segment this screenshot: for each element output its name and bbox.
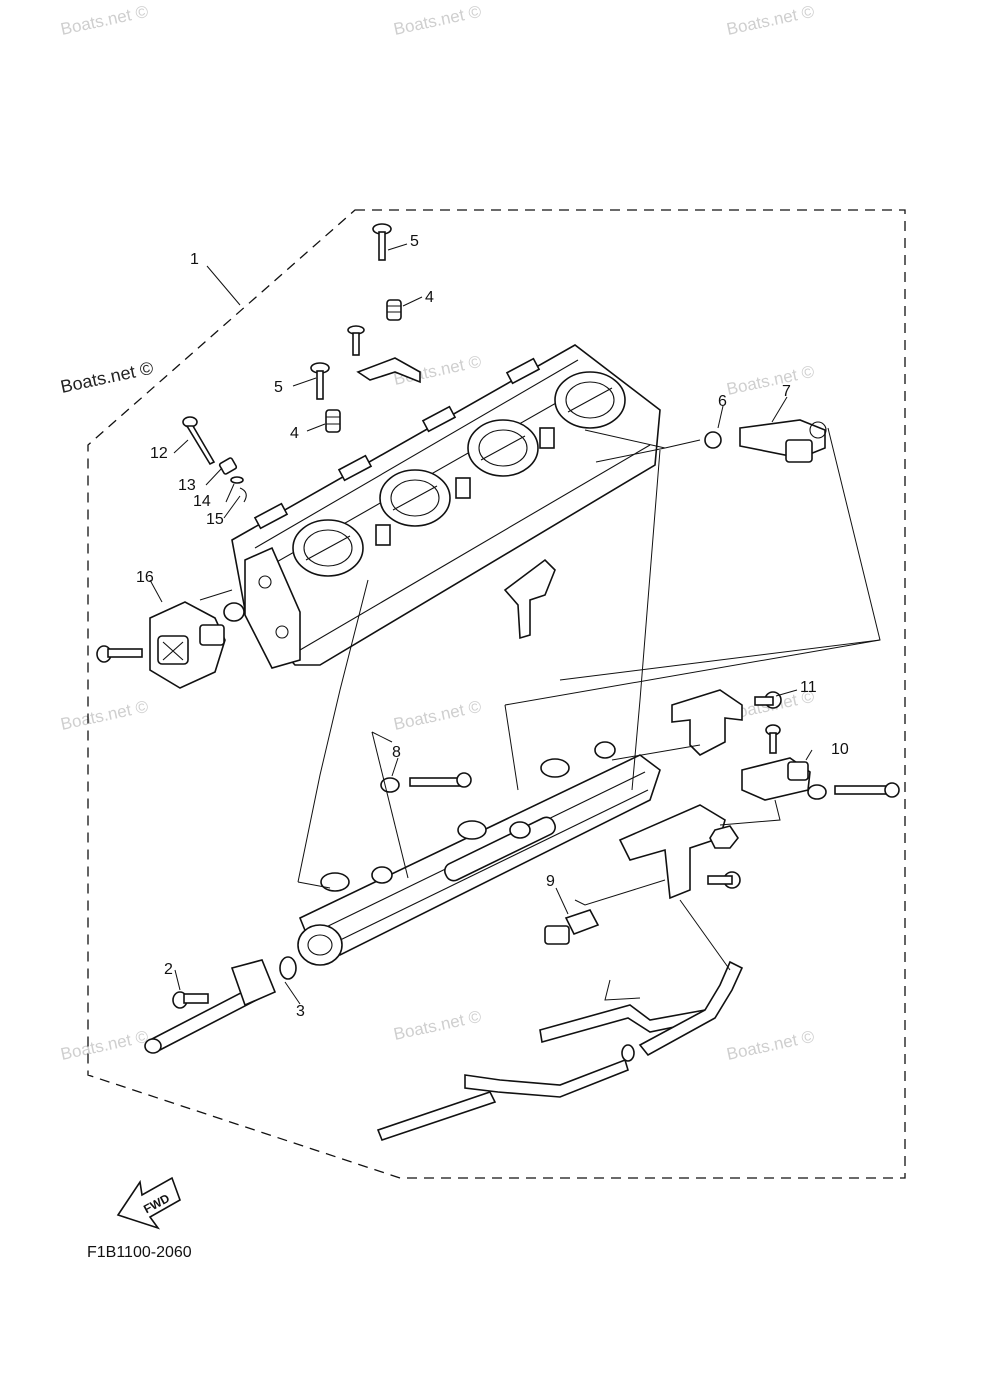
- spring-4-lower: [325, 409, 341, 433]
- watermark: Boats.net ©: [392, 697, 484, 734]
- screw-2: [172, 991, 209, 1009]
- clip-15: [239, 487, 247, 503]
- nut: [709, 825, 739, 849]
- fuel-inlet-pipe: [144, 956, 297, 1054]
- screw-bracket: [347, 325, 365, 356]
- spring-13: [218, 457, 238, 475]
- throttle-body: [231, 344, 661, 669]
- watermark: Boats.net ©: [59, 1027, 151, 1064]
- screw-16: [96, 645, 143, 663]
- hoses: [376, 960, 744, 1141]
- callout-11: 11: [800, 679, 817, 696]
- callouts: 1 2 3 4 4 5 5 6 7 8 9 10 11 12 13 14 15 …: [136, 233, 849, 1020]
- watermark: Boats.net ©: [59, 697, 151, 734]
- sensor-16: [149, 601, 245, 689]
- temp-sensor-9: [544, 909, 600, 945]
- watermark: Boats.net ©: [392, 1007, 484, 1044]
- bolt-8: [380, 772, 472, 793]
- watermark: Boats.net ©: [59, 2, 151, 39]
- callout-2: 2: [164, 961, 173, 978]
- watermark: Boats.net ©: [725, 2, 817, 39]
- watermark: Boats.net ©: [392, 2, 484, 39]
- callout-7: 7: [782, 383, 791, 400]
- callout-leaders: [149, 243, 813, 1005]
- callout-10: 10: [831, 741, 849, 758]
- callout-3: 3: [296, 1003, 305, 1020]
- sensor-10: [741, 757, 811, 801]
- callout-12: 12: [150, 445, 168, 462]
- screw-5-upper: [372, 223, 392, 261]
- callout-4b: 4: [290, 425, 299, 442]
- fuel-rail: [297, 741, 661, 966]
- callout-9: 9: [546, 873, 555, 890]
- washer-14: [230, 476, 244, 484]
- bolt-10: [807, 782, 900, 800]
- callout-5b: 5: [274, 379, 283, 396]
- callout-8: 8: [392, 744, 401, 761]
- lower-bracket: [618, 804, 726, 900]
- callout-13: 13: [178, 477, 196, 494]
- callout-16: 16: [136, 569, 154, 586]
- callout-14: 14: [193, 493, 211, 510]
- screw-10: [765, 724, 781, 754]
- screw-11: [754, 691, 782, 709]
- callout-6: 6: [718, 393, 727, 410]
- bracket-11: [671, 689, 743, 756]
- diagram-code: F1B1100-2060: [87, 1244, 192, 1261]
- screw-5-lower: [310, 362, 330, 400]
- projection-lines: [199, 427, 881, 1001]
- assembly-boundary: [87, 209, 906, 1179]
- throttle-bracket: [356, 357, 421, 384]
- watermark-dark: Boats.net ©: [59, 358, 155, 397]
- callout-1: 1: [190, 251, 199, 268]
- callout-5a: 5: [410, 233, 419, 250]
- screw-lower: [707, 871, 741, 889]
- fwd-arrow-icon: FWD: [116, 1176, 181, 1230]
- watermark: Boats.net ©: [725, 1027, 817, 1064]
- spring-4-upper: [386, 299, 402, 321]
- linkage-lever: [503, 558, 556, 640]
- injector-7: [704, 419, 827, 463]
- watermark: Boats.net ©: [725, 362, 817, 399]
- callout-4a: 4: [425, 289, 434, 306]
- callout-15: 15: [206, 511, 224, 528]
- screw-12: [182, 416, 216, 466]
